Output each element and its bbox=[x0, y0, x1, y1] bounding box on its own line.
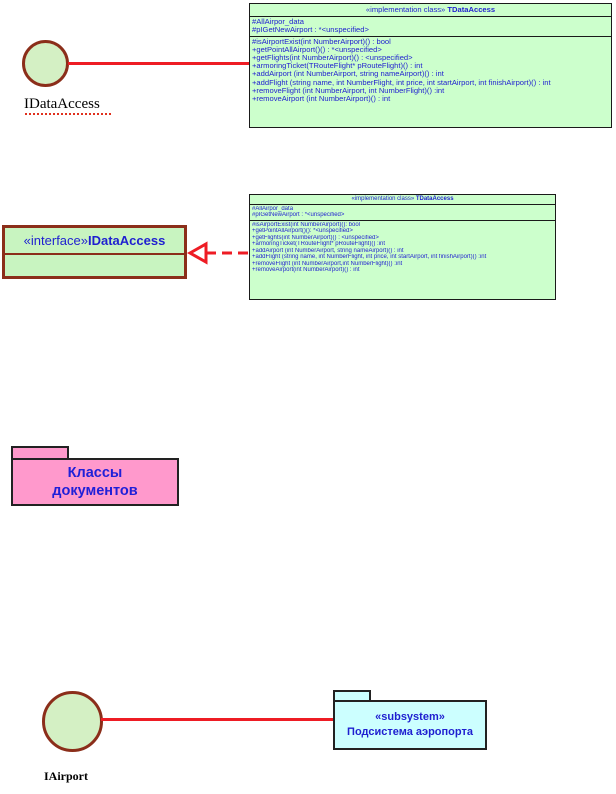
class-stereotype: «implementation class» bbox=[351, 196, 415, 202]
class-header: «implementation class» TDataAccess bbox=[250, 195, 555, 205]
class-operation: +removeAirport(int NumberAirport)() : in… bbox=[252, 267, 360, 274]
class-attribute: #AllAirpor_data bbox=[252, 18, 304, 27]
class-name: TDataAccess bbox=[415, 196, 454, 202]
interface-label-idataaccess: IDataAccess bbox=[24, 96, 100, 112]
class-attributes: #AllAirpor_data #pIGetNewAirport : *<uns… bbox=[250, 17, 611, 37]
class-operation: +removeFlight (int NumberAirport,int Num… bbox=[252, 260, 403, 267]
package-classes-of-documents: Классы документов bbox=[11, 458, 179, 506]
class-operations: #isAirportExist(int NumberAirport)(): bo… bbox=[250, 221, 555, 275]
class-box-tdataaccess-2: «implementation class» TDataAccess #AllA… bbox=[249, 194, 556, 300]
class-attribute: #pIGetNewAirport : *<unspecified> bbox=[252, 26, 369, 35]
class-operation: +armoringTicket(TRouteFlight* pRouteFlig… bbox=[252, 241, 385, 248]
interface-box-idataaccess: «interface»IDataAccess bbox=[2, 225, 187, 279]
class-stereotype: «implementation class» bbox=[365, 5, 446, 14]
class-attributes: #AllAirpor_data #pIGetNewAirport : *<uns… bbox=[250, 205, 555, 221]
class-attribute: #pIGetNewAirport : *<unspecified> bbox=[252, 212, 345, 219]
interface-label-iairport: IAirport bbox=[44, 769, 88, 783]
class-operation: +armoringTicket(TRouteFlight* pRouteFlig… bbox=[252, 62, 423, 71]
subsystem-airport: «subsystem» Подсистема аэропорта bbox=[333, 700, 487, 750]
realization-line-1 bbox=[68, 62, 249, 65]
class-operation: +removeAirport (int NumberAirport)() : i… bbox=[252, 95, 391, 104]
interface-box-header: «interface»IDataAccess bbox=[5, 228, 184, 255]
class-operation: +getPointAllAirport()() : *<unspecified> bbox=[252, 45, 382, 54]
realization-arrow-2 bbox=[186, 241, 250, 265]
interface-circle-idataaccess bbox=[22, 40, 69, 87]
realization-line-3 bbox=[101, 718, 333, 721]
class-operation: +getFlights(int NumberAirport)() : <unsp… bbox=[252, 54, 413, 63]
class-attribute: #AllAirpor_data bbox=[252, 205, 294, 212]
package-name-line-2: документов bbox=[52, 483, 138, 499]
class-operation: #isAirportExist(int NumberAirport)(): bo… bbox=[252, 221, 361, 228]
class-header: «implementation class» TDataAccess bbox=[250, 4, 611, 18]
interface-name: IDataAccess bbox=[88, 233, 166, 248]
class-operation: +removeFlight (int NumberAirport, int Nu… bbox=[252, 86, 445, 95]
class-operation: +getPointAllAirport()(): *<unspecified> bbox=[252, 228, 353, 235]
subsystem-stereotype: «subsystem» bbox=[375, 711, 445, 723]
class-box-tdataaccess-1: «implementation class» TDataAccess #AllA… bbox=[249, 3, 612, 128]
spellcheck-underline bbox=[25, 113, 113, 115]
package-name-line-1: Классы bbox=[67, 465, 123, 481]
class-operation: +addAirport (int NumberAirport, string n… bbox=[252, 247, 404, 254]
class-operation: +addAirport (int NumberAirport, string n… bbox=[252, 70, 444, 79]
class-name: TDataAccess bbox=[447, 5, 496, 14]
class-operation: #isAirportExist(int NumberAirport)() : b… bbox=[252, 37, 391, 46]
class-operation: +addFlight (string name, int NumberFligh… bbox=[252, 78, 551, 87]
interface-stereotype: «interface» bbox=[23, 233, 88, 248]
interface-circle-iairport bbox=[42, 691, 103, 752]
subsystem-name: Подсистема аэропорта bbox=[347, 726, 473, 738]
class-operations: #isAirportExist(int NumberAirport)() : b… bbox=[250, 37, 611, 105]
class-operation: +getFlights(int NumberAirport)() : <unsp… bbox=[252, 234, 379, 241]
class-operation: +addFlight (string name, int NumberFligh… bbox=[252, 254, 487, 261]
